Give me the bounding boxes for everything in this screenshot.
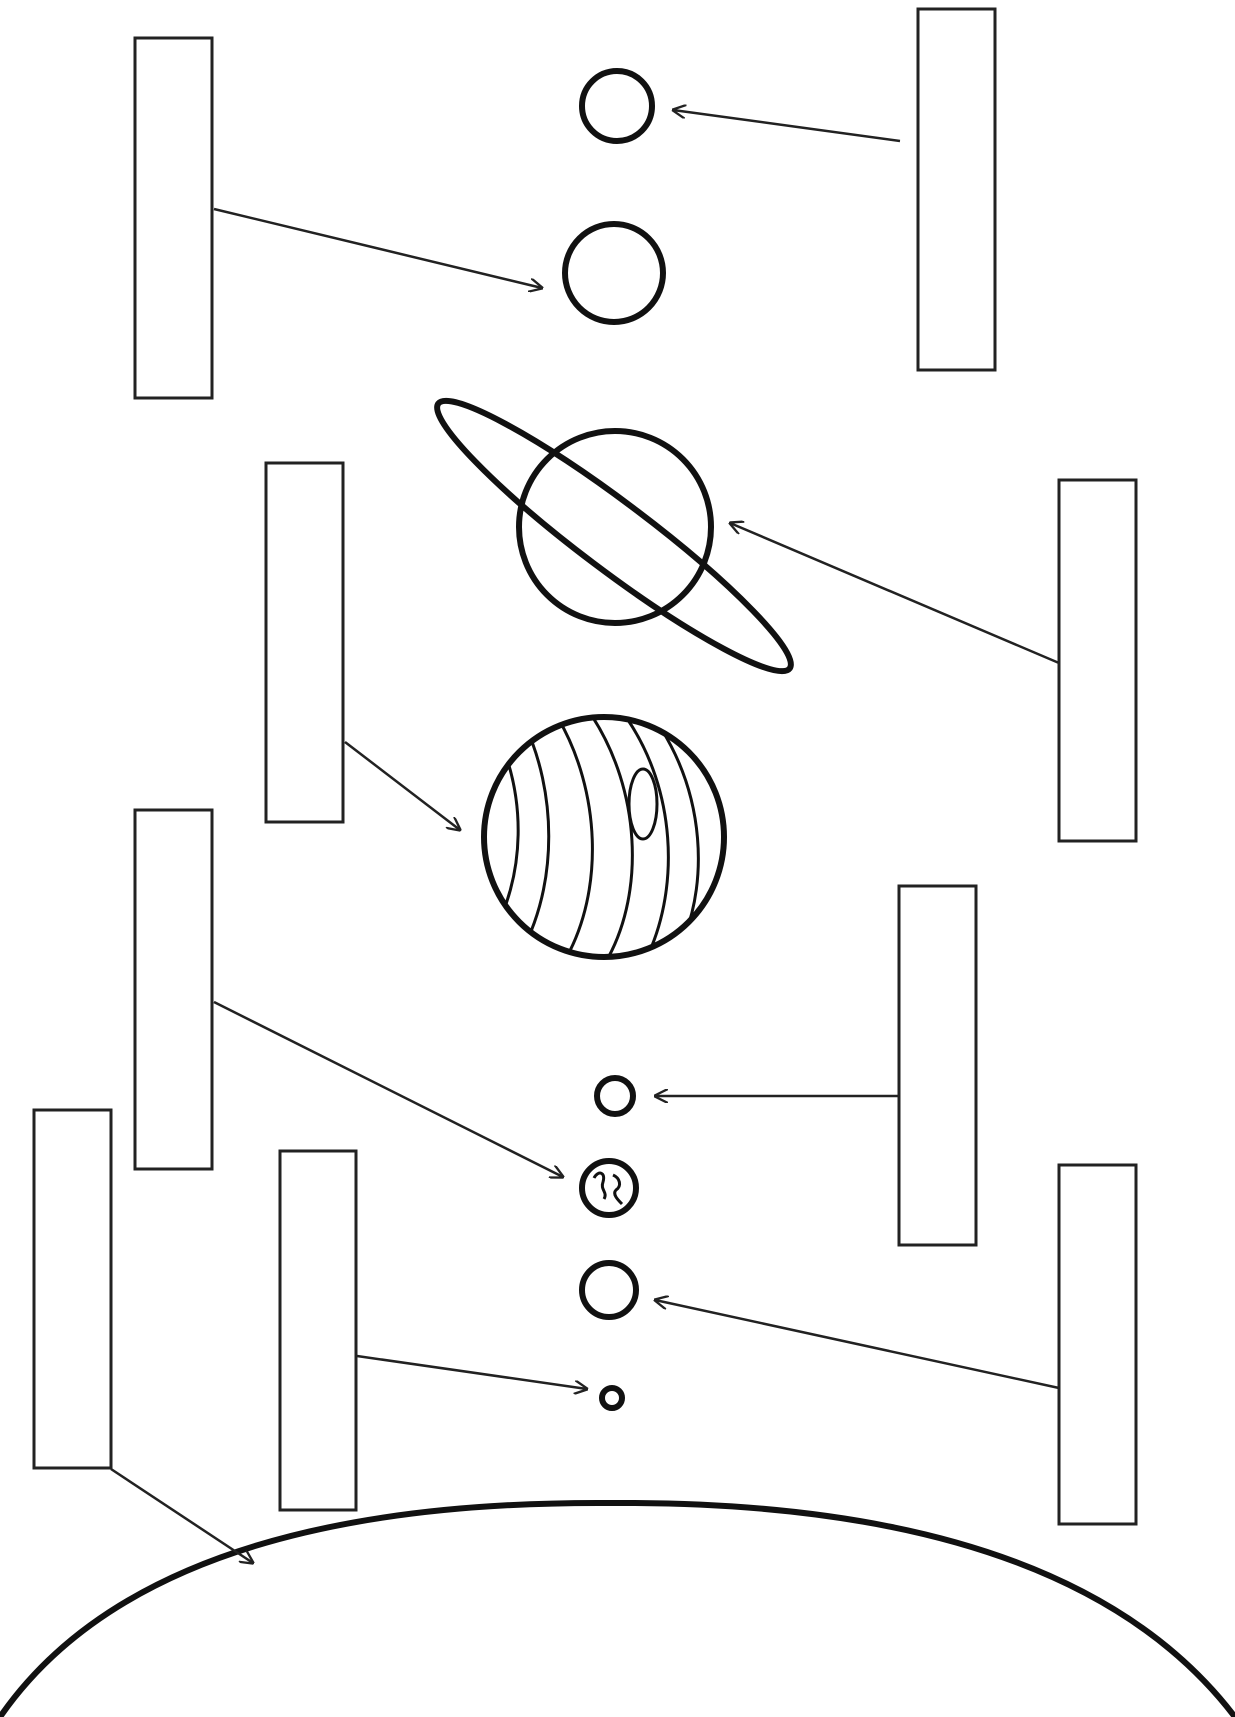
mercury-icon bbox=[602, 1388, 622, 1408]
label-box-8[interactable] bbox=[280, 1151, 356, 1510]
pointer-arrow-earth bbox=[214, 1002, 563, 1177]
label-box-1[interactable] bbox=[918, 9, 995, 370]
uranus-icon bbox=[418, 376, 810, 695]
label-box-9[interactable] bbox=[1059, 1165, 1136, 1524]
pointer-arrow-mercury bbox=[357, 1356, 587, 1389]
label-box-6[interactable] bbox=[899, 886, 976, 1245]
pointer-arrow-neptune bbox=[214, 209, 542, 288]
label-box-2[interactable] bbox=[135, 38, 212, 398]
jupiter-icon bbox=[484, 716, 724, 960]
earth-icon bbox=[582, 1161, 636, 1215]
mars-icon bbox=[597, 1078, 633, 1114]
sun-icon bbox=[0, 1503, 1235, 1717]
pointer-arrow-venus bbox=[655, 1300, 1059, 1388]
pointer-arrow-pluto bbox=[673, 110, 900, 141]
pointer-arrow-jupiter bbox=[345, 742, 460, 830]
venus-icon bbox=[582, 1263, 636, 1317]
label-box-3[interactable] bbox=[1059, 480, 1136, 841]
neptune-icon bbox=[565, 224, 663, 322]
pointer-arrow-sun bbox=[111, 1469, 253, 1563]
label-box-7[interactable] bbox=[34, 1110, 111, 1468]
pluto-icon bbox=[582, 71, 652, 141]
label-box-5[interactable] bbox=[135, 810, 212, 1169]
label-box-4[interactable] bbox=[266, 463, 343, 822]
